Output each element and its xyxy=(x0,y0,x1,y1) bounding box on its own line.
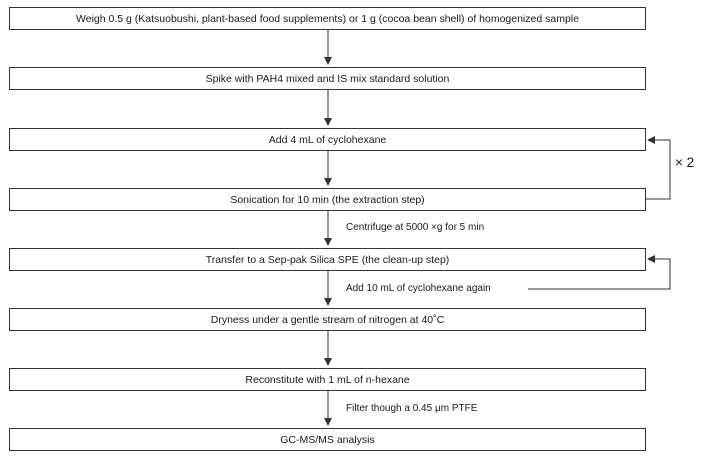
note-filter: Filter though a 0.45 μm PTFE xyxy=(346,403,478,414)
step-sonication: Sonication for 10 min (the extraction st… xyxy=(9,188,646,211)
step-add-cyclohexane: Add 4 mL of cyclohexane xyxy=(9,128,646,151)
note-add-again: Add 10 mL of cyclohexane again xyxy=(346,283,491,294)
step-spike: Spike with PAH4 mixed and IS mix standar… xyxy=(9,67,646,90)
step-weigh: Weigh 0.5 g (Katsuobushi, plant-based fo… xyxy=(9,7,646,30)
repeat-loop-arrow xyxy=(646,136,671,200)
repeat-label: × 2 xyxy=(675,155,695,170)
step-reconstitute: Reconstitute with 1 mL of n-hexane xyxy=(9,368,646,391)
add-again-loop-arrow xyxy=(528,255,671,290)
step-gc-msms: GC-MS/MS analysis xyxy=(9,428,646,451)
note-centrifuge: Centrifuge at 5000 ×g for 5 min xyxy=(346,222,485,233)
step-dryness: Dryness under a gentle stream of nitroge… xyxy=(9,308,646,331)
step-transfer-spe: Transfer to a Sep-pak Silica SPE (the cl… xyxy=(9,248,646,271)
